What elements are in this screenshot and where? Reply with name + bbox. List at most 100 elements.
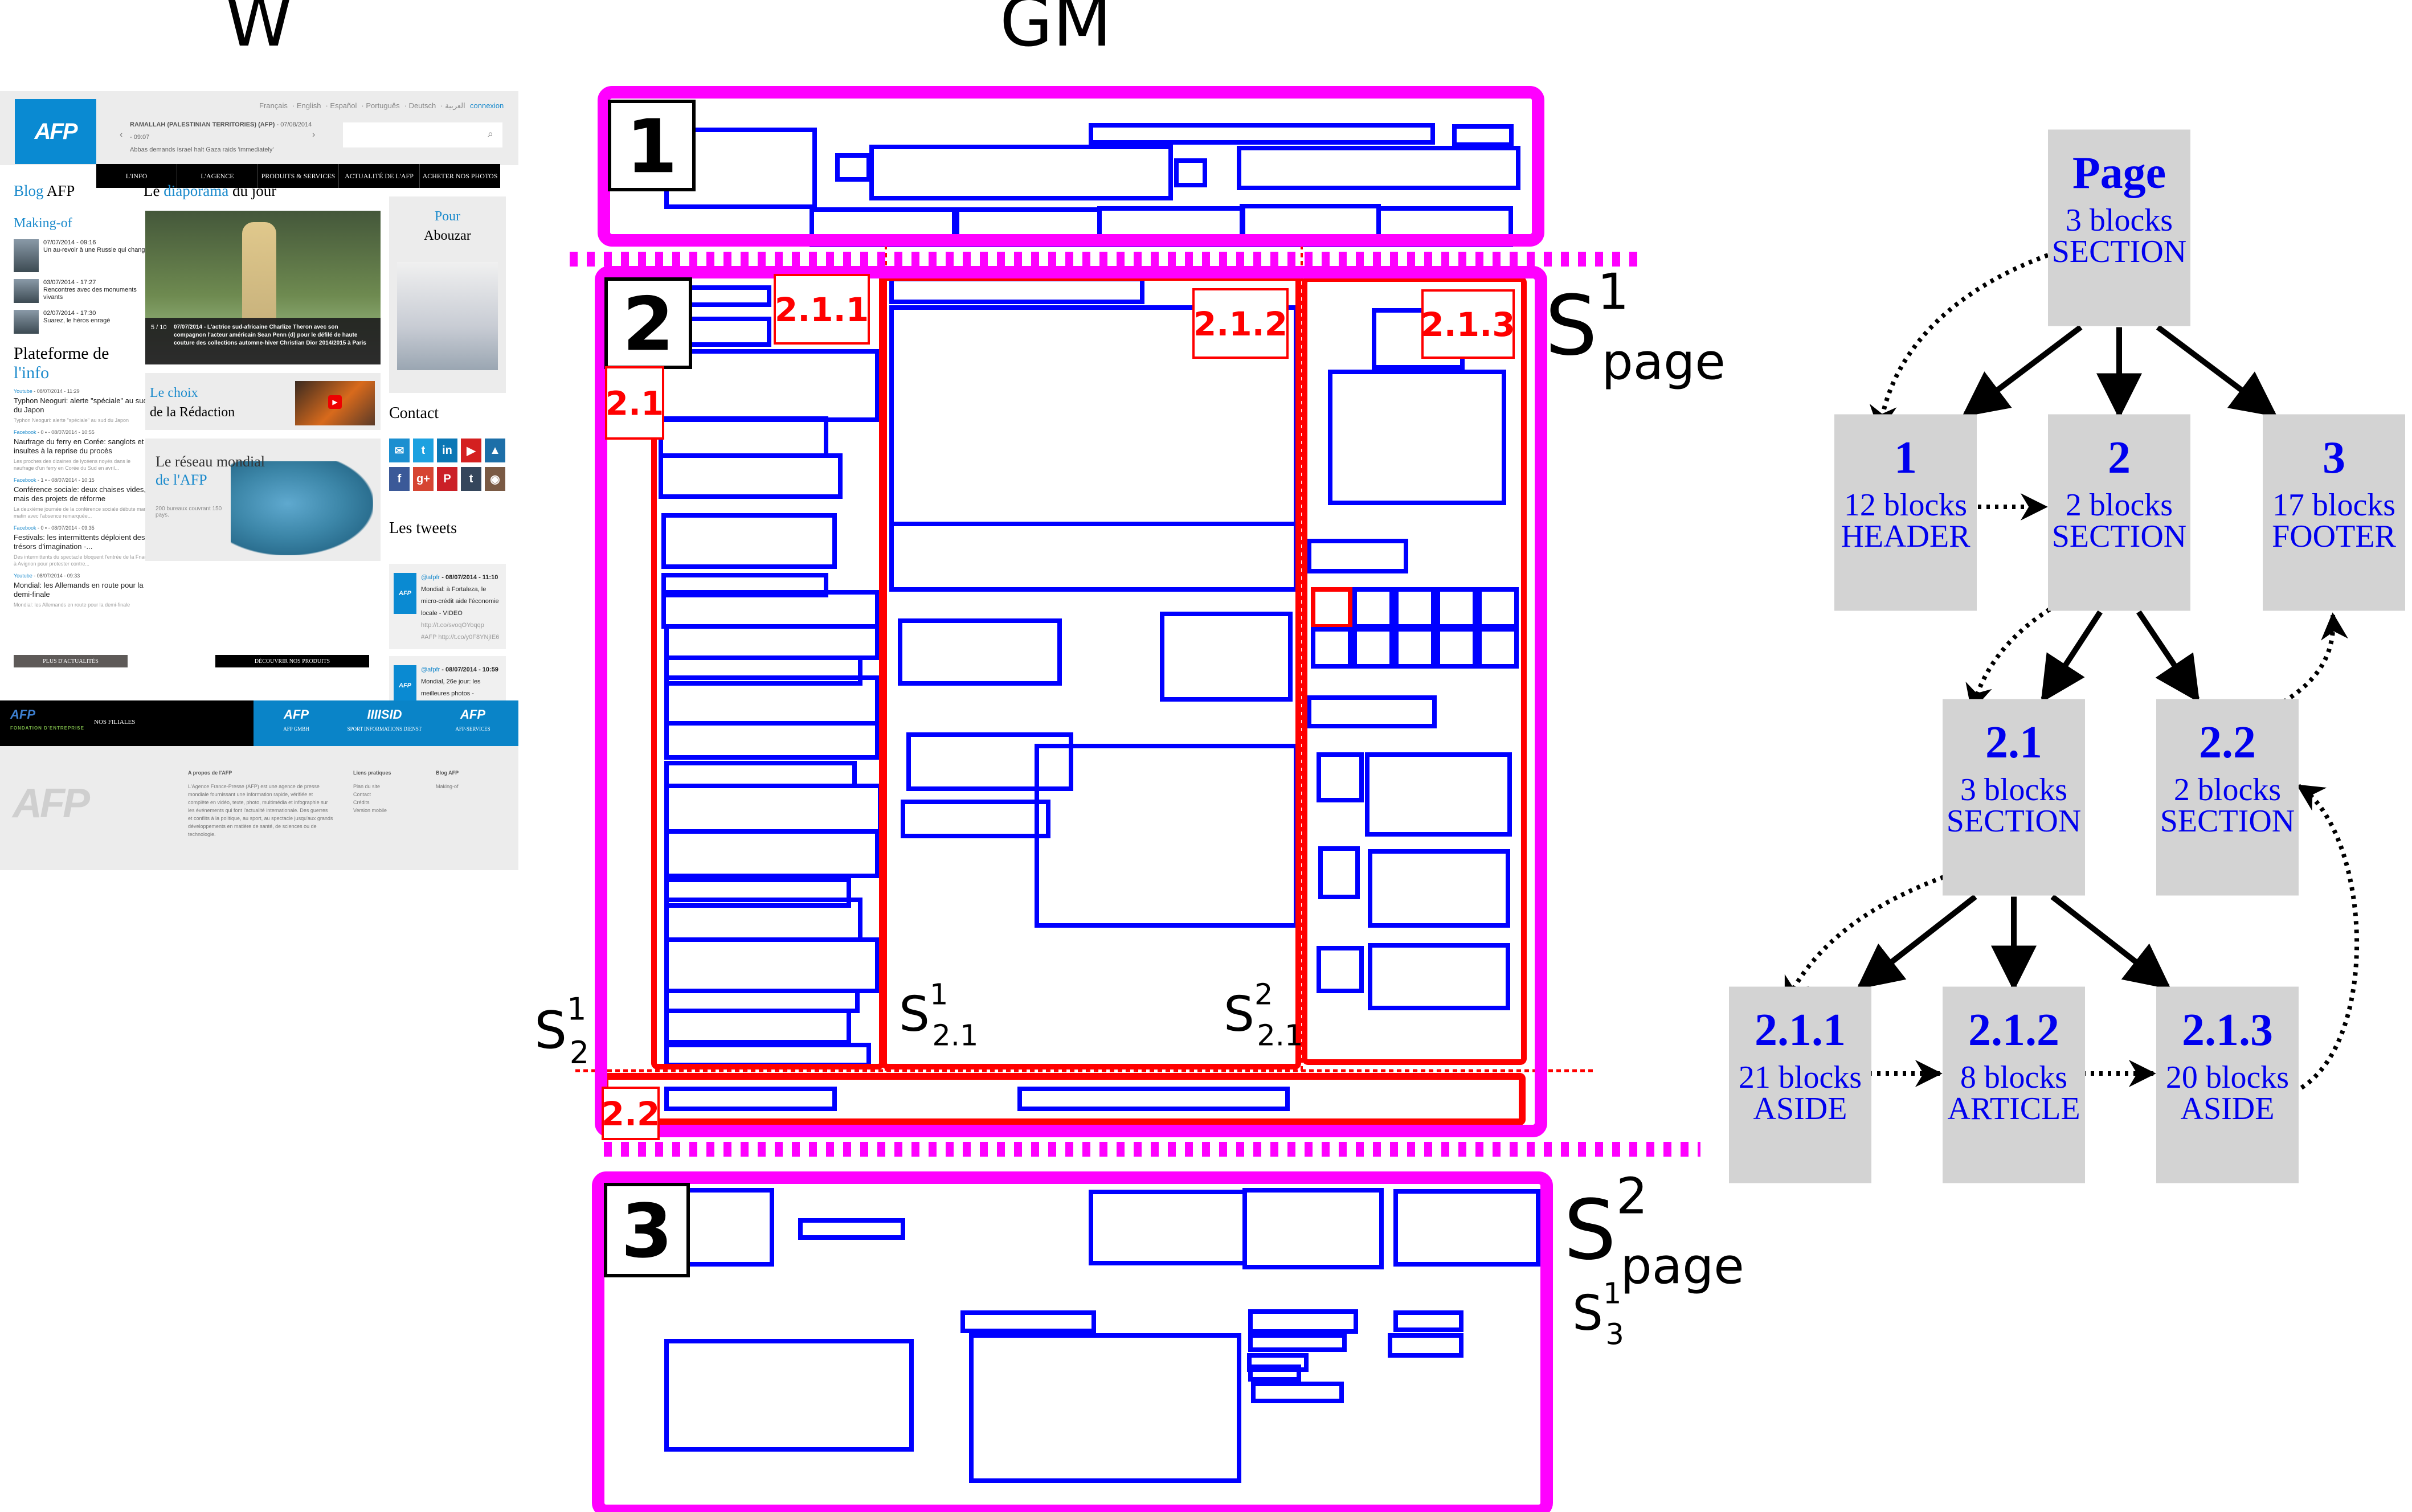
gm-block-2-1-1-8 xyxy=(664,624,880,660)
footer-link[interactable]: Making-of xyxy=(436,784,459,789)
pour-abouzar-promo[interactable]: Pour Abouzar xyxy=(389,196,506,393)
dailymotion-icon[interactable]: ▲ xyxy=(485,439,505,462)
feed-meta: Facebook - 0 ▪ - 08/07/2014 - 09:35 xyxy=(14,525,150,531)
lang-link[interactable]: Español xyxy=(330,101,357,110)
facebook-icon[interactable]: f xyxy=(389,467,410,491)
lang-link[interactable]: العربية xyxy=(445,101,465,110)
more-news-button[interactable]: PLUS D'ACTUALITÉS xyxy=(14,655,128,667)
tree-node-box xyxy=(2156,986,2299,1183)
tweet-handle[interactable]: @afpfr xyxy=(421,574,440,581)
feed-source[interactable]: Facebook xyxy=(14,477,36,483)
nav-item-actualite[interactable]: ACTUALITÉ DE L'AFP xyxy=(339,164,420,188)
lang-link[interactable]: Português xyxy=(366,101,400,110)
gm-block-2-1-2-3 xyxy=(898,618,1062,686)
nav-item-info[interactable]: L'INFO xyxy=(96,164,177,188)
gm-label-2-1-2: 2.1.2 xyxy=(1192,288,1289,359)
footer-link[interactable]: Plan du site xyxy=(353,784,381,789)
tree-node-box xyxy=(2048,414,2190,611)
instagram-icon[interactable]: ◉ xyxy=(485,467,505,491)
tweet[interactable]: AFP@afpfr - 08/07/2014 - 11:10 Mondial: … xyxy=(389,564,506,649)
subsidiary-name: SPORT INFORMATIONS DIENST xyxy=(347,726,422,732)
gm-block-1-6 xyxy=(1237,146,1520,190)
pinterest-icon[interactable]: P xyxy=(437,467,457,491)
nav-item-produits[interactable]: PRODUITS & SERVICES xyxy=(258,164,339,188)
feed-title[interactable]: Typhon Neoguri: alerte "spéciale" au sud… xyxy=(14,396,148,414)
global-network[interactable]: Le réseau mondial de l'AFP 200 bureaux c… xyxy=(145,439,381,561)
gm-block-2-1-1-20 xyxy=(664,1043,871,1067)
gm-block-2-1-2-0 xyxy=(889,277,1144,304)
email-icon[interactable]: ✉ xyxy=(389,439,410,462)
tree-node-id: 2.2 xyxy=(2199,718,2256,768)
tree-order-2.1.3-2.2 xyxy=(2296,784,2360,1090)
fondation-logo[interactable]: AFP xyxy=(10,707,35,722)
feed-title[interactable]: Conférence sociale: deux chaises vides, … xyxy=(14,485,146,503)
gm-label-section-1: 1 xyxy=(608,100,696,191)
gm-subsection-2-1-3 xyxy=(1302,276,1527,1065)
making-of-title[interactable]: Making-of xyxy=(14,216,72,231)
tweet-links[interactable]: http://t.co/svoqOYoqqp #AFP http://t.co/… xyxy=(421,622,500,641)
feed-source[interactable]: Youtube xyxy=(14,388,32,394)
feed-title[interactable]: Festivals: les intermittents déploient d… xyxy=(14,533,145,551)
feed-source[interactable]: Facebook xyxy=(14,525,36,531)
chevron-left-icon[interactable]: ‹ xyxy=(120,130,123,140)
slideshow[interactable]: 5 / 10 07/07/2014 - L'actrice sud-africa… xyxy=(145,211,381,364)
feed-title[interactable]: Naufrage du ferry en Corée: sanglots et … xyxy=(14,437,144,455)
tweet-handle[interactable]: @afpfr xyxy=(421,666,440,673)
tumblr-icon[interactable]: t xyxy=(461,467,481,491)
footer-link[interactable]: Version mobile xyxy=(353,808,387,813)
tree-node-tag: ARTICLE xyxy=(1947,1091,2080,1126)
gm-block-2-1-3-7 xyxy=(1368,849,1510,928)
search-input[interactable]: ⌕ xyxy=(343,122,502,147)
editors-choice[interactable]: Le choix de la Rédaction ▶ xyxy=(145,373,381,430)
afp-logo[interactable]: AFP xyxy=(15,99,96,164)
chevron-right-icon[interactable]: › xyxy=(312,130,316,140)
gm-label-section-3-text: 3 xyxy=(621,1188,672,1275)
products-button[interactable]: DÉCOUVRIR NOS PRODUITS xyxy=(215,655,369,667)
feed-source[interactable]: Youtube xyxy=(14,573,32,579)
nav-item-agence[interactable]: L'AGENCE xyxy=(177,164,258,188)
footer-link[interactable]: Contact xyxy=(353,792,371,797)
lang-link[interactable]: English xyxy=(296,101,321,110)
blog-title-a: Blog xyxy=(14,182,44,199)
feed-source[interactable]: Facebook xyxy=(14,429,36,435)
links-title: Liens pratiques xyxy=(353,770,391,776)
footer-blog: Blog AFP Making-of xyxy=(436,769,504,790)
twitter-icon[interactable]: t xyxy=(413,439,434,462)
tree-node-id: 1 xyxy=(1894,433,1917,483)
play-icon[interactable]: ▶ xyxy=(328,395,342,409)
lang-link[interactable]: Deutsch xyxy=(408,101,436,110)
news-ticker[interactable]: RAMALLAH (PALESTINIAN TERRITORIES) (AFP)… xyxy=(130,118,312,156)
search-icon[interactable]: ⌕ xyxy=(487,128,493,140)
feed-title[interactable]: Mondial: les Allemands en route pour la … xyxy=(14,581,144,599)
gm-block-2-1-3-1 xyxy=(1328,370,1506,505)
login-link[interactable]: connexion xyxy=(470,101,504,110)
nav-item-photos[interactable]: ACHETER NOS PHOTOS xyxy=(422,171,498,180)
youtube-icon[interactable]: ▶ xyxy=(461,439,481,462)
lang-link[interactable]: Français xyxy=(259,101,288,110)
linkedin-icon[interactable]: in xyxy=(437,439,457,462)
google-plus-icon[interactable]: g+ xyxy=(413,467,434,491)
footer-link[interactable]: Crédits xyxy=(353,800,370,805)
video-thumbnail[interactable]: ▶ xyxy=(295,381,375,425)
